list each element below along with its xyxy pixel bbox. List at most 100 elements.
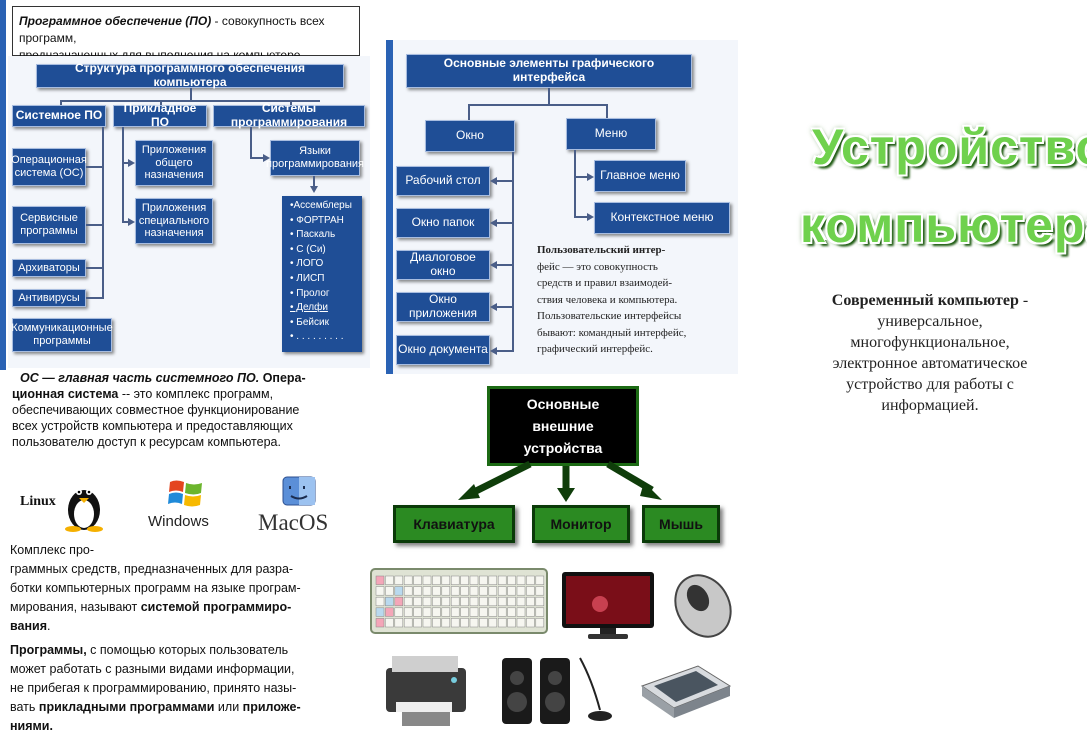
keyboard-key: [526, 596, 535, 607]
os-line: всех устройств компьютера и предоставляю…: [12, 419, 293, 433]
keyboard-key: [394, 575, 404, 585]
os-line: обеспечивающих совместное функционирован…: [12, 403, 300, 417]
keyboard-key: [403, 618, 413, 628]
window-connector: [496, 264, 512, 266]
sys-item-os: Операционная система (ОС): [11, 148, 87, 186]
gui-connector: [606, 104, 608, 120]
window-connector: [496, 222, 512, 224]
keyboard-key: [488, 575, 498, 585]
keyboard-key: [488, 586, 498, 596]
keyboard-key: [516, 607, 526, 617]
prog-line: Комплекс про-: [10, 543, 95, 557]
desc-bold: Современный компьютер: [831, 292, 1019, 309]
prog-term-end: вания: [10, 619, 47, 633]
gui-connector: [468, 104, 608, 106]
os-rest: -- это комплекс программ,: [118, 387, 274, 401]
keyboard-key: [460, 618, 469, 628]
ui-line: ствия человека и компьютера.: [537, 293, 678, 306]
app-item-special: Приложения специального назначения: [135, 198, 213, 244]
computer-description: Современный компьютер - универсальное, м…: [780, 290, 1080, 416]
keyboard-key: [432, 596, 441, 607]
keyboard-key: [488, 618, 498, 628]
left-stripe: [0, 0, 6, 370]
keyboard-key: [432, 575, 441, 585]
window-branch-line: [512, 152, 514, 352]
keyboard-key: [394, 586, 404, 596]
app-line: или: [214, 700, 243, 714]
keyboard-key: [469, 586, 479, 596]
keyboard-key: [450, 586, 460, 596]
keyboard-key: [516, 575, 526, 585]
keyboard-key: [422, 618, 432, 628]
keyboard-key: [403, 607, 413, 617]
sys-item-service: Сервисные программы: [12, 206, 86, 244]
keyboard-key: [413, 618, 422, 628]
language-item: •Ассемблеры: [290, 200, 352, 211]
monitor-icon: [562, 572, 654, 639]
keyboard-key: [441, 607, 451, 617]
keyboard-key: [422, 586, 432, 596]
keyboard-key: [422, 575, 432, 585]
keyboard-key: [507, 586, 516, 596]
keyboard-key: [535, 618, 545, 628]
arrow-right-icon: [128, 218, 135, 226]
keyboard-key: [516, 618, 526, 628]
language-item: • С (Си): [290, 243, 326, 255]
cat-system-software: Системное ПО: [12, 105, 106, 127]
lang-connector: [313, 176, 315, 188]
keyboard-key: [479, 596, 488, 607]
software-definition-box: Программное обеспечение (ПО) - совокупно…: [12, 6, 360, 62]
app-term-end: ниями.: [10, 719, 53, 733]
keyboard-key: [413, 607, 422, 617]
ui-line: фейс — это совокупность: [537, 260, 658, 273]
app-line: может работать с разными видами информац…: [10, 662, 295, 676]
keyboard-key: [375, 596, 385, 607]
keyboard-key: [497, 586, 507, 596]
tux-icon: [65, 489, 103, 532]
app-term: прикладными программами: [38, 700, 215, 714]
keyboard-key: [422, 596, 432, 607]
gui-connector: [468, 104, 470, 120]
keyboard-key: [479, 586, 488, 596]
device-mouse: Мышь: [642, 505, 720, 543]
keyboard-key: [526, 618, 535, 628]
keyboard-key: [460, 586, 469, 596]
menu-connector: [574, 216, 588, 218]
prog-line: мирования, называют: [10, 600, 141, 614]
ui-line: Пользовательские интерфейсы: [537, 310, 682, 322]
keyboard-key: [516, 596, 526, 607]
window-node: Окно: [425, 120, 515, 152]
language-item: • ЛИСП: [290, 272, 325, 284]
language-item: • Паскаль: [290, 229, 336, 241]
sys-branch-line: [102, 127, 104, 299]
keyboard-key: [441, 586, 451, 596]
window-connector: [496, 180, 512, 182]
keyboard-key: [497, 607, 507, 617]
keyboard-key: [422, 607, 432, 617]
printer-icon: [386, 656, 466, 726]
keyboard-key: [488, 596, 498, 607]
app-connector: [122, 162, 130, 164]
sys-item-communication: Коммуникационные программы: [11, 318, 113, 352]
desc-line: электронное автоматическое: [832, 355, 1028, 372]
speakers-icon: [502, 657, 612, 724]
arrow-right-icon: [587, 173, 594, 181]
sys-item-archivers: Архиваторы: [12, 259, 86, 277]
keyboard-key: [460, 596, 469, 607]
keyboard-key: [469, 618, 479, 628]
menu-connector: [574, 176, 588, 178]
prog-connector: [250, 157, 264, 159]
prog-term: системой программиро-: [140, 600, 292, 614]
cat-connector: [190, 88, 192, 100]
cat-connector: [60, 100, 320, 102]
devices-arrows: [458, 460, 662, 502]
applications-paragraph: Программы, с помощью которых пользовател…: [10, 641, 362, 736]
cat-programming-systems: Системы программирования: [213, 101, 365, 129]
cat-applied-software: Прикладное ПО: [113, 101, 207, 129]
keyboard-key: [394, 596, 404, 607]
os-lead: ОС — главная часть системного ПО.: [20, 371, 260, 385]
arrow-right-icon: [263, 154, 270, 162]
keyboard-key: [497, 596, 507, 607]
definition-term: Программное обеспечение (ПО): [19, 14, 212, 28]
app-line: не прибегая к программированию, принято …: [10, 681, 297, 695]
